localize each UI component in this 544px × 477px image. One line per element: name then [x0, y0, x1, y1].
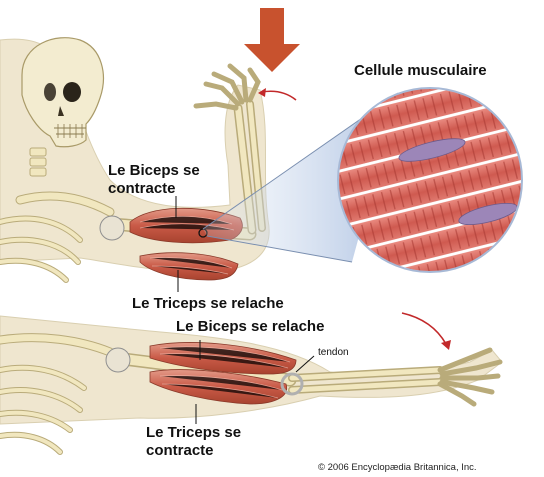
fiber-striation: [508, 105, 513, 124]
fiber-striation: [364, 85, 369, 104]
fiber-striation: [495, 275, 500, 294]
fiber-striation: [539, 264, 544, 283]
fiber-striation: [327, 122, 332, 141]
fiber-striation: [502, 79, 507, 98]
fiber-striation: [521, 46, 526, 65]
fiber-striation: [309, 127, 314, 146]
fiber-striation: [526, 101, 531, 120]
fiber-striation: [392, 273, 397, 292]
fiber-striation: [320, 96, 325, 115]
fiber-striation: [486, 277, 491, 296]
fiber-striation: [401, 271, 406, 290]
fiber-striation: [477, 279, 482, 298]
fiber-striation: [517, 214, 522, 233]
fiber-striation: [512, 271, 517, 290]
tendon-label: tendon: [318, 344, 349, 362]
fiber-striation: [488, 249, 493, 268]
fiber-striation: [510, 76, 515, 95]
biceps-contract-label-1: Le Biceps se: [108, 162, 200, 180]
triceps-contract-label-2: contracte: [146, 442, 214, 460]
fiber-striation: [523, 129, 528, 148]
biceps-contract-label-2: contracte: [108, 180, 176, 198]
fiber-striation: [530, 155, 535, 174]
fiber-striation: [504, 50, 509, 69]
fiber-striation: [355, 87, 360, 106]
fiber-striation: [515, 242, 520, 261]
copyright-label: © 2006 Encyclopædia Britannica, Inc.: [318, 459, 477, 477]
fiber-striation: [484, 83, 489, 102]
fiber-striation: [360, 253, 365, 272]
fiber-striation: [347, 89, 352, 108]
fiber-striation: [493, 81, 498, 100]
fiber-striation: [382, 81, 387, 100]
fiber-separator: [355, 276, 544, 334]
fiber-striation: [355, 310, 360, 329]
fiber-striation: [519, 74, 524, 93]
fiber-striation: [513, 48, 518, 67]
fiber-striation: [532, 238, 537, 257]
biceps-relax-label: Le Biceps se relache: [176, 318, 324, 336]
triceps-relax-label: Le Triceps se relache: [132, 295, 284, 313]
cell-title-label: Cellule musculaire: [354, 62, 487, 80]
fiber-striation: [443, 288, 448, 307]
fiber-striation: [528, 183, 533, 202]
fiber-striation: [366, 279, 371, 298]
fiber-striation: [375, 277, 380, 296]
fiber-striation: [364, 308, 369, 327]
curved-arrow-icon: [258, 88, 296, 100]
fiber-striation: [303, 100, 308, 119]
fiber-striation: [460, 284, 465, 303]
fiber-striation: [517, 103, 522, 122]
triceps-contract-label-1: Le Triceps se: [146, 424, 241, 442]
fiber-striation: [469, 282, 474, 301]
fiber-striation: [349, 284, 354, 303]
fiber-striation: [534, 98, 539, 117]
fiber-striation: [536, 181, 541, 200]
bottom-skeleton: [0, 316, 502, 452]
fiber-striation: [368, 251, 373, 270]
fiber-striation: [521, 269, 526, 288]
fiber-striation: [384, 275, 389, 294]
fiber-striation: [528, 72, 533, 91]
fiber-striation: [381, 303, 386, 322]
fiber-striation: [338, 92, 343, 111]
fiber-striation: [530, 266, 535, 285]
fiber-striation: [318, 124, 323, 143]
fiber-striation: [523, 240, 528, 259]
fiber-striation: [373, 306, 378, 325]
fiber-striation: [526, 212, 531, 231]
fiber-striation: [434, 290, 439, 309]
fiber-striation: [504, 273, 509, 292]
fiber-striation: [329, 94, 334, 113]
fiber-striation: [425, 293, 430, 312]
fiber-striation: [373, 83, 378, 102]
fiber-striation: [451, 286, 456, 305]
fiber-striation: [539, 153, 544, 172]
fiber-striation: [534, 210, 539, 229]
fiber-striation: [506, 245, 511, 264]
fiber-striation: [486, 55, 491, 74]
fiber-striation: [357, 282, 362, 301]
curved-arrow-icon: [402, 313, 451, 350]
arrow-down-icon: [244, 8, 300, 72]
fiber-striation: [532, 127, 537, 146]
fiber-striation: [497, 247, 502, 266]
fiber-striation: [390, 301, 395, 320]
fiber-striation: [495, 52, 500, 71]
fiber-striation: [408, 297, 413, 316]
fiber-striation: [312, 98, 317, 117]
fiber-striation: [416, 295, 421, 314]
fiber-striation: [399, 299, 404, 318]
